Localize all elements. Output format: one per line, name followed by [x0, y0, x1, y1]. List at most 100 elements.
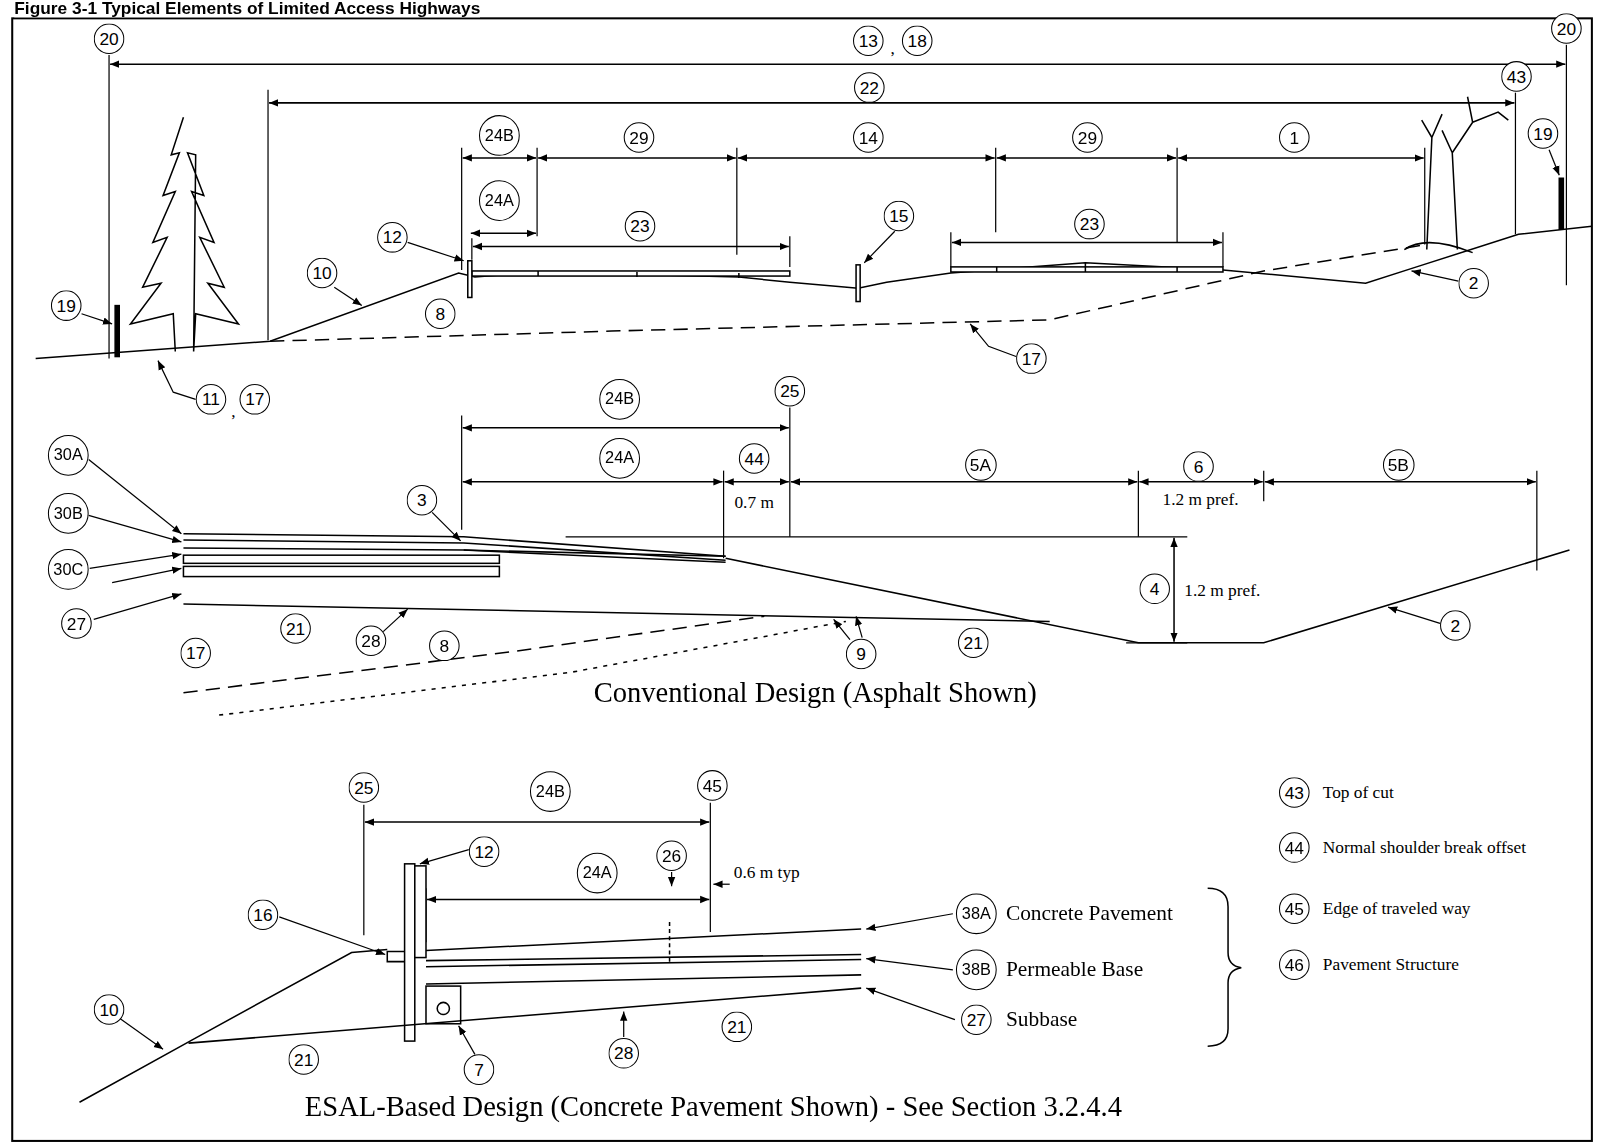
drawing-rect	[405, 864, 415, 1041]
drawing-line	[1424, 148, 1425, 245]
drawing-line	[463, 157, 536, 159]
callout-number: 43	[1501, 61, 1532, 92]
drawing-line	[279, 917, 385, 955]
layer-name: Permeable Base	[1004, 958, 1145, 981]
drawing-line	[267, 90, 268, 341]
drawing-line	[363, 805, 364, 935]
drawing-rect	[426, 986, 461, 1024]
drawing-polyline	[726, 550, 1570, 643]
drawing-line	[1566, 45, 1567, 285]
drawing-rect	[1559, 178, 1563, 229]
legend-text: Pavement Structure	[1321, 955, 1461, 974]
drawing-rect	[115, 306, 119, 357]
callout-number: 25	[775, 376, 806, 407]
drawing-line	[952, 242, 1222, 244]
callout-number: 38A	[956, 893, 997, 934]
dimension-text: ,	[889, 39, 897, 58]
callout-number: 44	[1279, 832, 1310, 863]
callout-number: 19	[51, 290, 82, 321]
drawing-line	[1085, 263, 1087, 272]
drawing-line	[89, 459, 182, 533]
drawing-line	[463, 481, 723, 483]
callout-number: 21	[958, 628, 989, 659]
callout-number: 27	[961, 1004, 992, 1035]
drawing-line	[736, 148, 737, 255]
drawing-g	[82, 150, 1560, 1055]
callout-number: 24B	[530, 771, 571, 812]
drawing-line	[738, 273, 740, 278]
drawing-line	[459, 1026, 475, 1055]
drawing-polyline	[158, 361, 196, 400]
drawing-path	[130, 117, 238, 351]
drawing-polyline	[464, 550, 726, 556]
callout-number: 12	[377, 222, 408, 253]
callout-number: 21	[288, 1044, 319, 1075]
callout-number: 23	[1074, 209, 1105, 240]
drawing-line	[365, 821, 709, 823]
callout-number: 6	[1183, 451, 1214, 482]
drawing-line	[120, 1019, 163, 1050]
callout-number: 38B	[956, 949, 997, 990]
callout-number: 20	[1551, 13, 1582, 44]
callout-number: 1	[1279, 122, 1310, 153]
callout-number: 25	[349, 772, 380, 803]
drawing-line	[636, 272, 638, 277]
callout-number: 19	[1528, 118, 1559, 149]
callout-number: 29	[624, 122, 655, 153]
drawing-polyline	[426, 975, 861, 984]
callout-number: 3	[407, 485, 438, 516]
drawing-g	[110, 64, 1565, 899]
drawing-line	[334, 287, 362, 305]
callout-number: 28	[608, 1038, 639, 1069]
drawing-polyline	[426, 929, 861, 950]
callout-number: 24B	[599, 379, 640, 420]
drawing-line	[1222, 232, 1223, 267]
drawing-line	[408, 242, 464, 260]
drawing-circle	[437, 1002, 449, 1014]
drawing-rect	[951, 267, 1223, 272]
drawing-line	[1263, 471, 1264, 502]
callout-number: 24A	[479, 180, 520, 221]
drawing-path	[1208, 888, 1242, 1046]
legend-text: Top of cut	[1321, 783, 1396, 802]
drawing-polyline	[270, 244, 1427, 341]
drawing-line	[866, 959, 953, 970]
drawing-line	[738, 157, 995, 159]
drawing-line	[420, 850, 469, 864]
drawing-line	[471, 233, 536, 235]
drawing-polyline	[183, 604, 1049, 621]
drawing-line	[82, 314, 113, 324]
callout-number: 15	[884, 201, 915, 232]
dimension-text: 1.2 m pref.	[1160, 489, 1240, 508]
callout-number: 5B	[1382, 449, 1414, 481]
drawing-path	[1422, 97, 1509, 250]
drawing-line	[713, 884, 729, 885]
callout-number: 30B	[48, 493, 89, 534]
drawing-line	[94, 594, 182, 619]
drawing-line	[537, 271, 539, 276]
drawing-line	[1549, 150, 1559, 175]
callout-number: 28	[356, 625, 387, 656]
drawing-line	[108, 55, 109, 359]
callout-number: 8	[429, 631, 460, 662]
callout-number: 7	[464, 1054, 495, 1085]
drawing-line	[856, 616, 862, 637]
callout-number: 5A	[965, 449, 997, 481]
drawing-line	[791, 481, 1138, 483]
drawing-rect	[415, 866, 426, 958]
drawing-line	[996, 267, 998, 272]
drawing-polyline	[426, 955, 861, 961]
callout-number: 10	[94, 994, 125, 1025]
drawing-line	[997, 157, 1176, 159]
drawing-line	[1176, 148, 1177, 243]
drawing-line	[671, 872, 672, 886]
drawing-rect	[183, 555, 499, 563]
drawing-line	[269, 102, 1514, 104]
drawing-line	[995, 148, 996, 233]
drawing-line	[725, 481, 789, 483]
drawing-line	[789, 407, 790, 536]
caption-text: Conventional Design (Asphalt Shown)	[592, 677, 1039, 708]
layer-name: Concrete Pavement	[1004, 902, 1175, 925]
drawing-line	[1178, 157, 1424, 159]
